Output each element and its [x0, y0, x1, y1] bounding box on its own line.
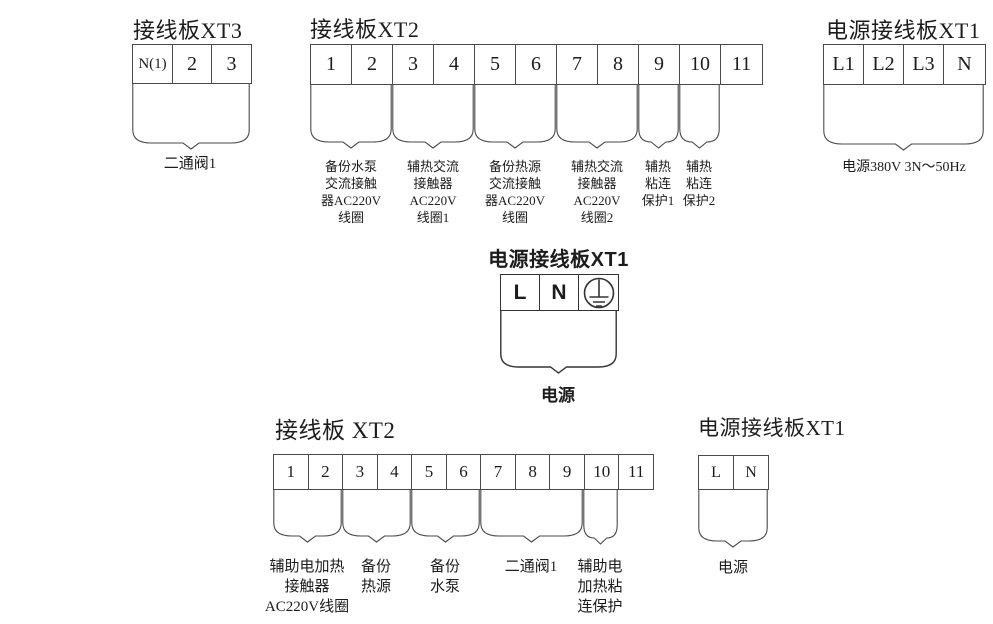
group-label: 二通阀1	[504, 559, 558, 575]
group-label: 备份热源 交流接触 器AC220V 线圈	[485, 159, 545, 225]
terminal-cell: 4	[434, 45, 475, 84]
group-label: 备份 热源	[360, 559, 391, 595]
terminal-cell: 3	[343, 455, 378, 489]
terminal-cell: N	[540, 275, 579, 310]
terminal-cell: L1	[824, 45, 864, 84]
group-label: 二通阀1	[163, 156, 217, 172]
group-label: 电源380V 3N～50Hz	[842, 160, 966, 175]
terminal-cell: 9	[639, 45, 680, 84]
terminal-cell: 6	[516, 45, 557, 84]
terminal-cell: L	[699, 456, 734, 489]
group-label: 辅热交流 接触器 AC220V 线圈1	[406, 159, 459, 225]
group-brace	[698, 490, 768, 548]
group-brace	[556, 85, 638, 149]
group-label: 辅热交流 接触器 AC220V 线圈2	[570, 159, 623, 225]
board-title-xt1-middle: 电源接线板XT1	[488, 249, 629, 271]
terminal-cell: 1	[311, 45, 352, 84]
group-brace	[342, 490, 411, 543]
group-brace	[679, 85, 720, 149]
terminal-cell: L2	[864, 45, 904, 84]
group-label: 备份水泵 交流接触 器AC220V 线圈	[321, 159, 381, 225]
board-title-xt1-bottom: 电源接线板XT1	[698, 416, 846, 440]
terminal-cell: N	[745, 463, 757, 481]
terminal-cell: 8	[516, 455, 551, 489]
group-brace	[392, 85, 474, 149]
terminal-cell: 7	[557, 45, 598, 84]
group-brace	[638, 85, 679, 149]
terminal-strip-xt1-bottom: L N	[698, 455, 769, 490]
protective-earth-icon	[583, 277, 614, 308]
terminal-cell: 2	[352, 45, 393, 84]
group-label: 辅热 粘连 保护2	[682, 159, 716, 208]
group-brace	[480, 490, 583, 543]
board-title-xt3: 接线板XT3	[133, 18, 243, 43]
group-brace	[583, 490, 618, 545]
group-brace	[823, 85, 984, 151]
terminal-cell: 2	[173, 45, 212, 83]
group-brace	[310, 85, 392, 149]
terminal-cell: 9	[550, 455, 585, 489]
terminal-cell: N	[957, 53, 972, 75]
terminal-strip-xt3: N(1) 2 3	[132, 44, 252, 84]
terminal-cell: 11	[731, 53, 752, 75]
terminal-cell: 1	[274, 455, 309, 489]
terminal-cell: 6	[447, 455, 482, 489]
group-brace	[411, 490, 480, 543]
terminal-cell: 7	[481, 455, 516, 489]
terminal-strip-xt2-top: 1 2 3 4 5 6 7 8 9 10 11	[310, 44, 763, 85]
terminal-cell: L3	[904, 45, 944, 84]
group-label: 辅热 粘连 保护1	[641, 159, 675, 208]
group-label: 备份 水泵	[429, 559, 460, 595]
terminal-strip-xt1-middle: L N	[500, 274, 619, 311]
group-label: 辅助电 加热粘 连保护	[577, 559, 623, 615]
terminal-cell-ground	[579, 275, 618, 310]
terminal-cell: 4	[378, 455, 413, 489]
terminal-cell: 10	[680, 45, 721, 84]
group-label: 电源	[541, 386, 575, 405]
board-title-xt2-bottom: 接线板 XT2	[275, 418, 396, 443]
board-title-xt2-top: 接线板XT2	[310, 17, 420, 42]
group-brace	[132, 84, 250, 150]
terminal-cell: 5	[412, 455, 447, 489]
group-label: 电源	[717, 560, 748, 576]
terminal-strip-xt1-top: L1 L2 L3 N	[823, 44, 986, 85]
group-brace	[474, 85, 556, 149]
terminal-cell: L	[501, 275, 540, 310]
terminal-cell: 11	[628, 462, 645, 481]
terminal-cell: 10	[585, 455, 620, 489]
terminal-cell: 8	[598, 45, 639, 84]
board-title-xt1-top: 电源接线板XT1	[826, 18, 981, 43]
terminal-cell: 3	[226, 52, 237, 75]
terminal-cell: 5	[475, 45, 516, 84]
group-brace	[500, 311, 617, 374]
group-brace	[273, 490, 342, 543]
terminal-cell: 2	[309, 455, 344, 489]
group-label: 辅助电加热 接触器 AC220V线圈	[264, 559, 350, 615]
terminal-strip-xt2-bottom: 1 2 3 4 5 6 7 8 9 10 11	[273, 454, 654, 490]
terminal-cell: 3	[393, 45, 434, 84]
terminal-cell: N(1)	[133, 45, 173, 83]
